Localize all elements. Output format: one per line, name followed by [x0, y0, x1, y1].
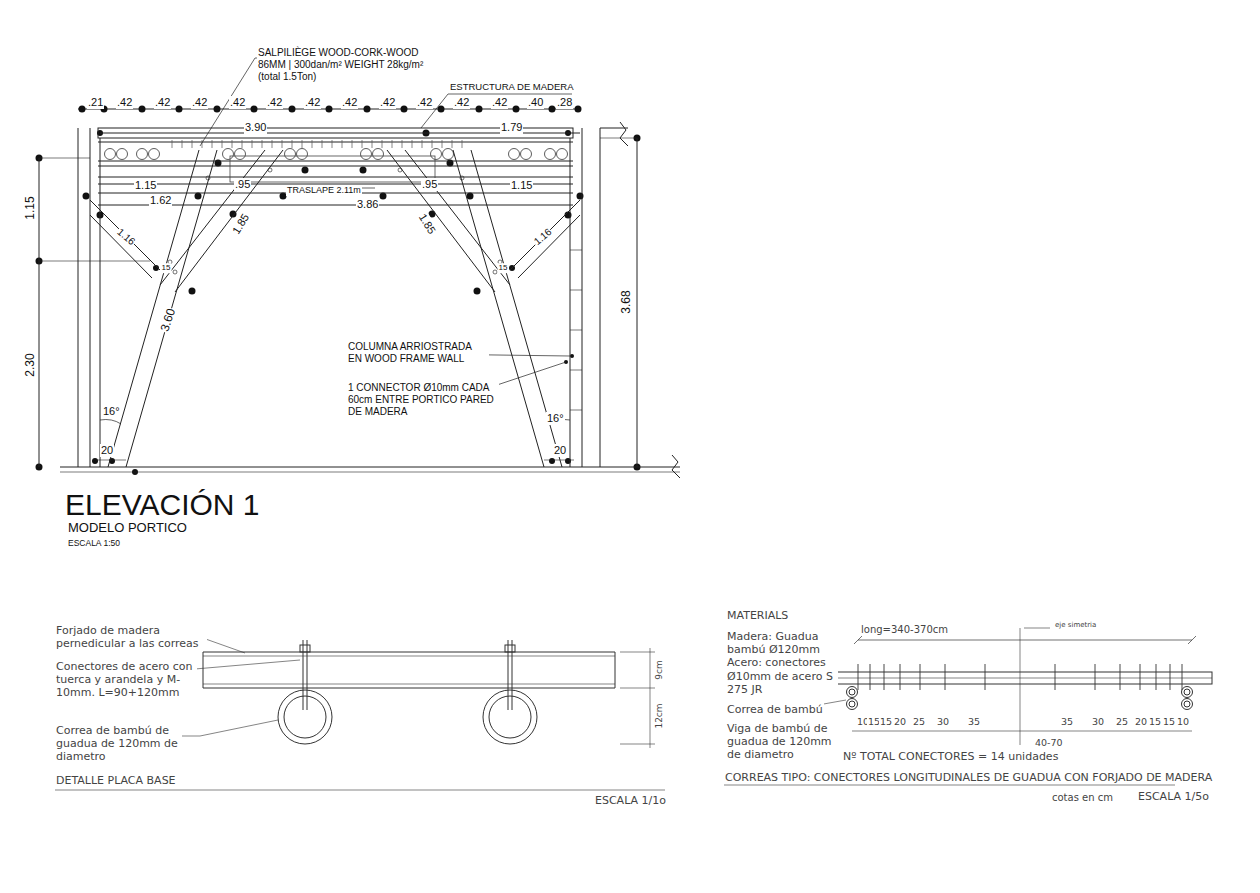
- drawing-subtitle: ESCALA 1:50: [67, 538, 121, 548]
- dimension-label: .42: [116, 96, 133, 109]
- drawing-subtitle: MODELO PORTICO: [67, 520, 188, 536]
- dimension-label: .28: [556, 96, 573, 109]
- dimension-label: 16°: [102, 405, 121, 418]
- detail-note: 10: [1176, 716, 1190, 727]
- drawing-title: ELEVACIÓN 1: [65, 490, 260, 520]
- detail-note: ESCALA 1/5o: [1137, 790, 1210, 803]
- detail-note: 25: [912, 716, 926, 727]
- dimension-label: .42: [379, 96, 396, 109]
- dimension-label: 1.62: [149, 194, 172, 207]
- callout-note: 1 CONNECTOR Ø10mm CADA 60cm ENTRE PORTIC…: [347, 382, 499, 418]
- dimension-label: 2.30: [23, 352, 37, 377]
- detail-note: Forjado de madera pernedicular a las cor…: [55, 624, 207, 650]
- dimension-label: 3.60: [157, 306, 179, 335]
- detail-note: eje simetria: [1054, 621, 1097, 629]
- dimension-label: 20: [100, 444, 114, 457]
- detail-note: Conectores de acero con tuerca y arandel…: [55, 660, 197, 700]
- dimension-label: .42: [266, 96, 283, 109]
- detail-note: CORREAS TIPO: CONECTORES LONGITUDINALES …: [724, 771, 1213, 784]
- detail-note: 15: [1148, 716, 1162, 727]
- detail-note: 30: [1091, 716, 1105, 727]
- dimension-label: TRASLAPE 2.11m: [286, 185, 362, 196]
- detail-note: Correa de bambú: [726, 703, 824, 716]
- dimension-label: .42: [453, 96, 470, 109]
- detail-note: 30: [936, 716, 950, 727]
- dimension-label: 3.90: [244, 121, 267, 134]
- dimension-label: 3.86: [356, 198, 379, 211]
- dimension-label: .21: [87, 96, 104, 109]
- detail-note: DETALLE PLACA BASE: [55, 774, 177, 787]
- detail-note: long=340-370cm: [860, 624, 949, 636]
- callout-note: SALPILIÈGE WOOD-CORK-WOOD 86MM | 300dan/…: [257, 47, 434, 83]
- detail-note: 35: [1060, 716, 1074, 727]
- dimension-label: 1.15: [134, 179, 157, 192]
- dimension-label: .40: [527, 96, 544, 109]
- detail-note: ESCALA 1/1o: [594, 794, 667, 807]
- detail-note: cotas en cm: [1051, 792, 1114, 804]
- dimension-label: .42: [416, 96, 433, 109]
- detail-note: MATERIALS: [726, 609, 789, 622]
- detail-note: Viga de bambú de guadua de 120mm de diam…: [726, 722, 838, 762]
- dimension-label: .42: [191, 96, 208, 109]
- detail-note: 40-70: [1034, 737, 1064, 748]
- callout-note: ESTRUCTURA DE MADERA: [449, 81, 575, 92]
- detail-note: 9cm: [654, 659, 665, 680]
- detail-note: 15: [879, 716, 893, 727]
- dimension-label: 15: [161, 263, 172, 273]
- callout-note: COLUMNA ARRIOSTRADA EN WOOD FRAME WALL: [347, 341, 489, 365]
- dimension-label: 15: [498, 263, 509, 273]
- dimension-label: .42: [229, 96, 246, 109]
- dimension-label: .42: [154, 96, 171, 109]
- detail-note: 35: [967, 716, 981, 727]
- dimension-label: 16°: [546, 412, 565, 425]
- dimension-label: 1.15: [23, 195, 37, 220]
- detail-note: Nº TOTAL CONECTORES = 14 unidades: [842, 750, 1059, 763]
- dimension-label: .95: [234, 178, 251, 191]
- dimension-label: .95: [421, 178, 438, 191]
- detail-note: 20: [893, 716, 907, 727]
- detail-note: Madera: Guadua bambú Ø120mm Acero: conec…: [726, 630, 838, 696]
- dimension-label: 1.79: [500, 121, 523, 134]
- detail-note: 15: [1162, 716, 1176, 727]
- dimension-label: 3.68: [619, 289, 633, 314]
- detail-note: Correa de bambú de guadua de 120mm de di…: [55, 724, 182, 764]
- dimension-label: .42: [491, 96, 508, 109]
- dimension-label: .42: [304, 96, 321, 109]
- detail-note: 12cm: [654, 702, 665, 729]
- dimension-label: 20: [553, 444, 567, 457]
- detail-note: 25: [1115, 716, 1129, 727]
- detail-note: 20: [1134, 716, 1148, 727]
- dimension-label: 1.15: [510, 179, 533, 192]
- dimension-label: .42: [341, 96, 358, 109]
